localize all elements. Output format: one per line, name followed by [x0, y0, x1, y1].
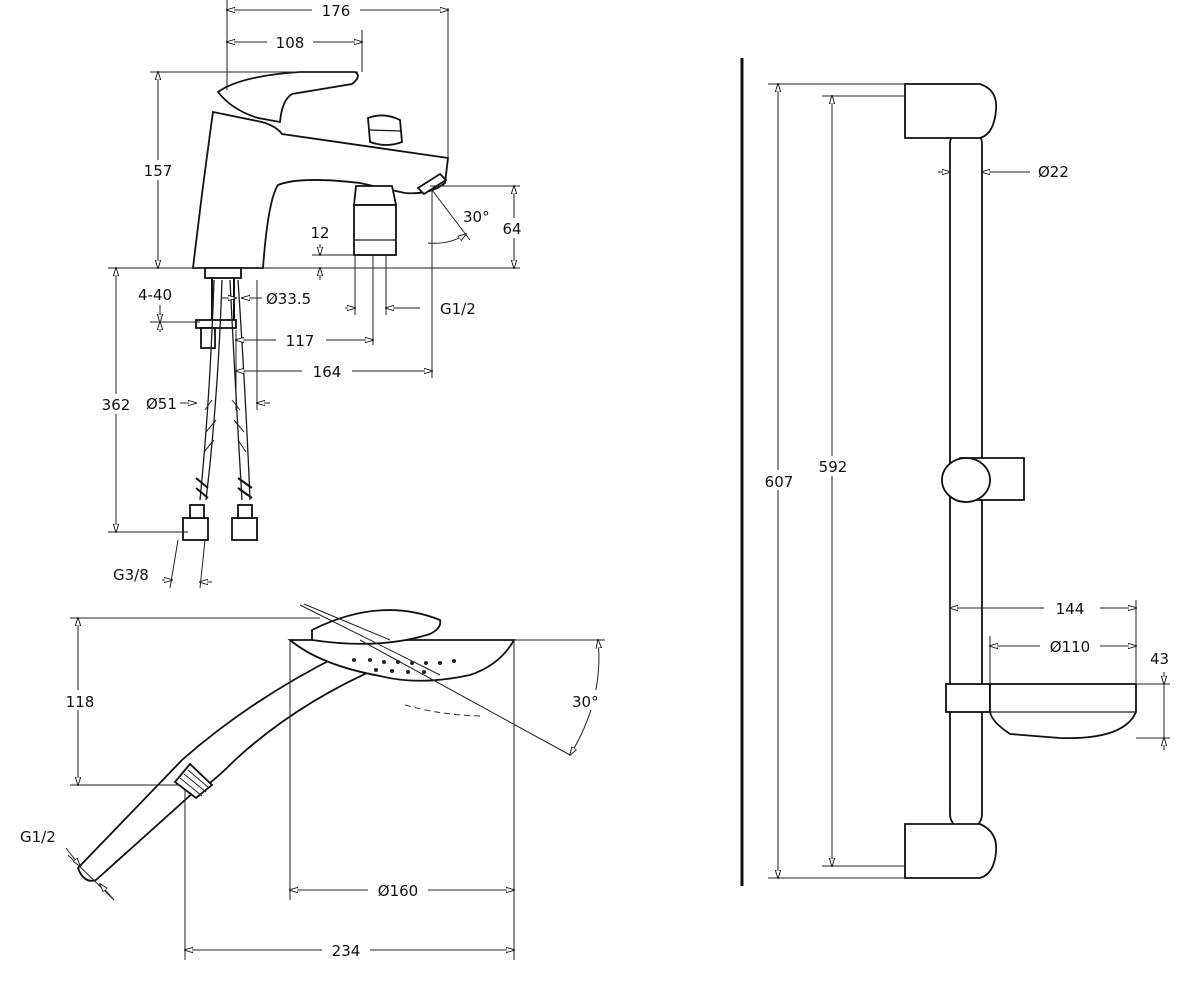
dim-592: 592: [819, 458, 848, 476]
dim-shower-thread: G1/2: [20, 828, 56, 846]
dim-607: 607: [765, 473, 794, 491]
dim-spout-angle: 30°: [463, 208, 490, 226]
dim-117: 117: [286, 332, 315, 350]
dim-234: 234: [332, 942, 361, 960]
dim-dish-diameter: Ø110: [1050, 638, 1090, 656]
dim-head-angle: 30°: [572, 693, 599, 711]
dim-shank-diameter: Ø33.5: [266, 290, 311, 308]
dim-108: 108: [276, 34, 305, 52]
dim-shank-range: 4-40: [138, 286, 172, 304]
dim-12: 12: [310, 224, 329, 242]
rail-drawing: 607 592 Ø22 144 Ø110 43: [740, 58, 1170, 886]
dim-164: 164: [313, 363, 342, 381]
dim-157: 157: [144, 162, 173, 180]
dim-head-diameter: Ø160: [378, 882, 418, 900]
dim-base-diameter: Ø51: [146, 395, 177, 413]
dim-144: 144: [1056, 600, 1085, 618]
dim-hose-thread: G3/8: [113, 566, 149, 584]
dim-outlet-thread: G1/2: [440, 300, 476, 318]
dim-118: 118: [66, 693, 95, 711]
dim-bar-diameter: Ø22: [1038, 163, 1069, 181]
dim-362: 362: [102, 396, 131, 414]
faucet-drawing: 176 108 157 64 30° 12 G1/2 4-40 Ø33: [98, 0, 530, 589]
hand-shower-drawing: 118 30° G1/2 Ø160 234: [20, 603, 608, 960]
dim-64: 64: [502, 220, 521, 238]
dim-43: 43: [1150, 650, 1169, 668]
dim-176: 176: [322, 2, 351, 20]
